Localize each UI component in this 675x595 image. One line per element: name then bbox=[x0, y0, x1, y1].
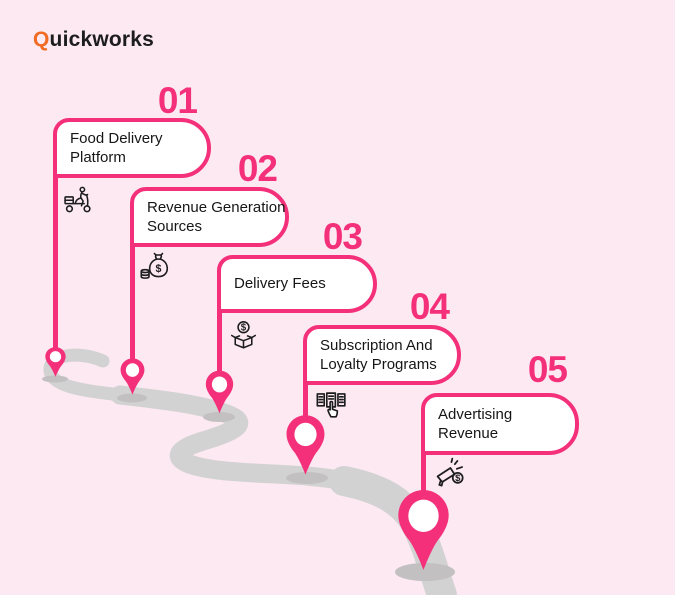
delivery-scooter-icon bbox=[64, 186, 91, 213]
quickworks-logo: Quickworks bbox=[33, 28, 154, 52]
map-pin-1-icon bbox=[45, 347, 66, 377]
step-card-delivery-fees: Delivery Fees bbox=[217, 255, 377, 313]
step-number-4: 04 bbox=[409, 286, 450, 327]
logo-text: uickworks bbox=[49, 28, 155, 51]
connector-line-1 bbox=[53, 176, 58, 352]
step-title-line: Food Delivery bbox=[70, 129, 163, 147]
step-title-line: Platform bbox=[70, 149, 126, 166]
step-title-line: Advertising bbox=[438, 405, 513, 423]
step-title-line: Delivery Fees bbox=[234, 275, 326, 293]
connector-line-5 bbox=[421, 453, 426, 493]
svg-text:$: $ bbox=[455, 473, 461, 484]
step-number-3: 03 bbox=[322, 216, 363, 257]
svg-text:$: $ bbox=[241, 323, 247, 334]
step-card-revenue-generation-sources: Revenue Generation Sources bbox=[130, 187, 289, 247]
step-number-1: 01 bbox=[157, 80, 198, 121]
map-pin-4-icon bbox=[286, 415, 325, 475]
step-card-food-delivery-platform: Food Delivery Platform bbox=[53, 118, 211, 178]
step-card-subscription-loyalty-programs: Subscription And Loyalty Programs bbox=[303, 325, 461, 385]
map-pin-2-icon bbox=[120, 358, 145, 395]
megaphone-coin-icon: $ bbox=[436, 457, 464, 487]
step-number-2: 02 bbox=[237, 148, 278, 189]
map-pin-3-icon bbox=[205, 370, 234, 414]
svg-text:$: $ bbox=[155, 263, 161, 275]
step-title-line: Revenue Generation bbox=[147, 198, 286, 216]
step-title-line: Subscription And bbox=[320, 336, 433, 354]
pin-shadows bbox=[42, 375, 455, 581]
connector-line-2 bbox=[130, 245, 135, 364]
coin-box-icon: $ bbox=[230, 321, 257, 349]
step-card-advertising-revenue: Advertising Revenue bbox=[421, 393, 579, 455]
connector-line-3 bbox=[217, 311, 222, 375]
step-title-line: Revenue bbox=[438, 425, 499, 442]
step-title-line: Sources bbox=[147, 218, 203, 235]
logo-initial: Q bbox=[33, 28, 50, 51]
map-pin-5-icon bbox=[398, 490, 449, 570]
step-title-line: Loyalty Programs bbox=[320, 356, 437, 373]
money-bag-icon: $ bbox=[140, 252, 169, 279]
connector-line-4 bbox=[303, 383, 308, 420]
step-number-5: 05 bbox=[527, 349, 568, 390]
loyalty-cards-icon bbox=[316, 392, 346, 418]
